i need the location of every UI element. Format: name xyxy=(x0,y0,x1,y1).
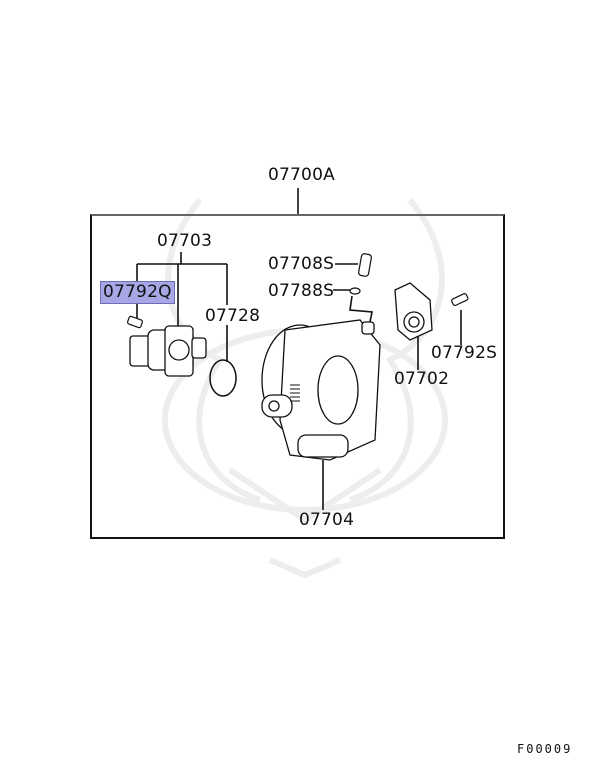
callout-07708s[interactable]: 07708S xyxy=(268,254,335,274)
assembly-label-07700a[interactable]: 07700A xyxy=(268,165,335,185)
callout-07792s[interactable]: 07792S xyxy=(431,343,498,363)
throttle-body-drawing xyxy=(261,319,381,461)
callout-07728[interactable]: 07728 xyxy=(205,306,261,326)
callout-07788s[interactable]: 07788S xyxy=(268,281,335,301)
screw-07792s-drawing xyxy=(451,293,469,307)
bolt-07792q-drawing xyxy=(127,315,143,329)
throttle-position-sensor-drawing xyxy=(394,282,433,341)
callout-07704[interactable]: 07704 xyxy=(299,510,355,530)
idle-speed-control-drawing xyxy=(129,325,207,377)
callout-07702[interactable]: 07702 xyxy=(394,369,450,389)
o-ring-07728-drawing xyxy=(209,359,237,397)
figure-code: F00009 xyxy=(517,742,573,756)
callout-07703[interactable]: 07703 xyxy=(157,231,213,251)
plug-07708s-drawing xyxy=(358,253,372,277)
assembly-frame xyxy=(90,214,505,539)
callout-07792q-highlighted[interactable]: 07792Q xyxy=(100,281,175,304)
